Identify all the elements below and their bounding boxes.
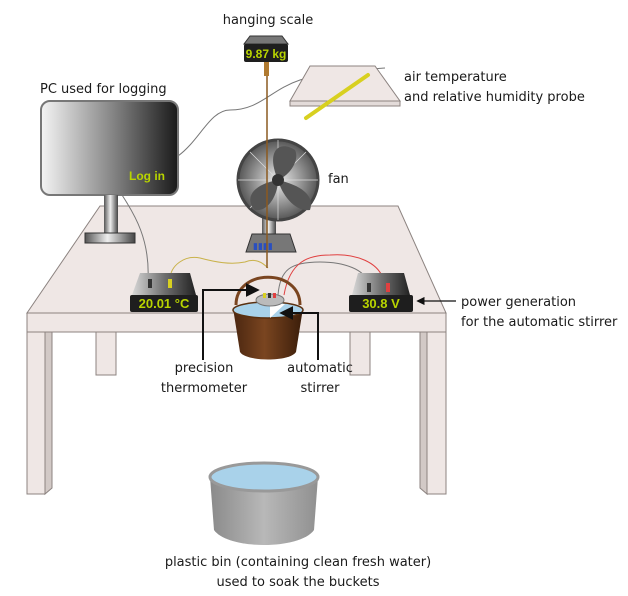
label-fan: fan [328,172,349,187]
monitor-base [84,232,136,244]
bin-water [208,461,320,493]
label-bin-line1: plastic bin (containing clean fresh wate… [165,555,431,570]
hanging-scale: 9.87 kg [243,35,289,268]
plastic-bin [208,461,320,545]
monitor-stand [104,195,118,237]
pc-monitor: Log in [40,100,179,244]
power-supply-body [352,273,410,295]
pc-screen-text: Log in [129,169,165,183]
thermometer-body [132,273,196,295]
bucket-handle [234,275,302,306]
label-power-line1: power generation [461,295,576,310]
thermometer-box: 20.01 °C [130,273,198,312]
stirrer-arrow [279,306,319,360]
label-probe-line2: and relative humidity probe [404,90,585,105]
fan-base [245,233,297,253]
arrows [202,283,456,360]
label-thermometer-line2: thermometer [161,381,248,396]
fan-blade [273,146,297,180]
scale-hook [264,62,269,76]
probe-plate [289,65,401,120]
thermometer-readout: 20.01 °C [139,296,190,311]
thermometer-pc-cable [121,194,149,281]
power-supply-box: 30.8 V [349,273,413,312]
power-display [349,295,413,312]
bucket-body [233,308,303,360]
svg-text:▮▮▮▮: ▮▮▮▮ [253,242,273,252]
label-thermometer-line1: precision [175,361,234,376]
thermometer-arrow [202,283,260,360]
label-hanging-scale: hanging scale [223,13,313,28]
label-power-line2: for the automatic stirrer [461,315,618,330]
bin-body [210,477,318,545]
label-pc: PC used for logging [40,82,167,97]
label-stirrer-line2: stirrer [301,381,341,396]
power-readout: 30.8 V [362,296,400,311]
fan-blade [278,180,311,211]
scale-display [244,44,288,62]
table-leg-back-right [349,329,371,376]
table-leg-front-left [26,331,46,495]
thermometer-cable [169,256,269,281]
stirrer-cable-red [283,254,385,296]
label-probe-line1: air temperature [404,70,507,85]
label-stirrer-line1: automatic [287,361,353,376]
labels: hanging scale PC used for logging air te… [40,13,618,590]
table-leg-back-left [95,329,117,376]
label-bin-line2: used to soak the buckets [217,575,380,590]
fan-blade [250,180,278,211]
thermometer-display [130,295,198,312]
humidity-probe [304,73,370,120]
table-leg-front-right [426,331,447,495]
scale-readout: 9.87 kg [246,47,287,61]
fan: ▮▮▮▮ [236,138,320,253]
table [26,205,447,496]
